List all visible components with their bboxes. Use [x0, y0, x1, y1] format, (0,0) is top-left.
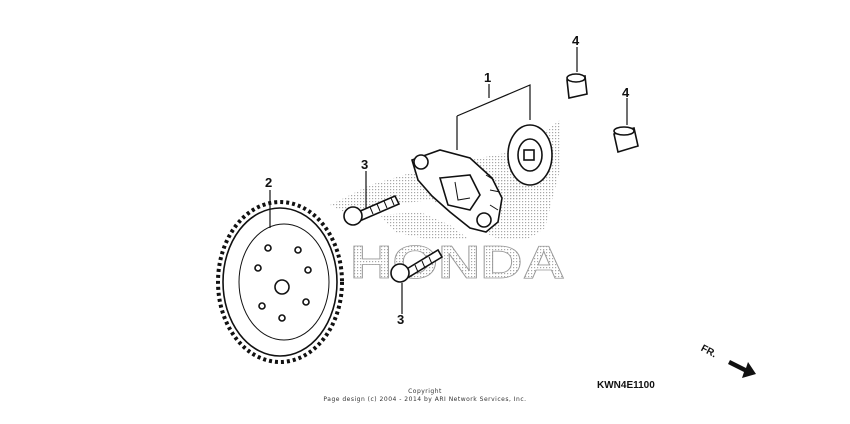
- leader-lines: [269, 47, 628, 314]
- front-direction-arrow-icon: [728, 360, 756, 378]
- dowel-pin-upper-part[interactable]: [566, 73, 588, 99]
- driven-gear-part[interactable]: [216, 200, 344, 364]
- bolt-lower-part[interactable]: [390, 248, 444, 283]
- copyright-line-2: Page design (c) 2004 - 2014 by ARI Netwo…: [323, 396, 527, 403]
- honda-watermark-text: HONDA: [350, 236, 565, 288]
- callout-2[interactable]: 2: [265, 175, 272, 190]
- dowel-pin-lower-part[interactable]: [613, 126, 639, 154]
- callout-1[interactable]: 1: [484, 70, 491, 85]
- gear-hub-hole: [274, 279, 290, 295]
- oil-pump-assembly-part[interactable]: [411, 124, 553, 233]
- callout-4-lower[interactable]: 4: [622, 85, 630, 100]
- diagram-code: KWN4E1100: [597, 380, 655, 391]
- copyright-line-1: Copyright: [408, 388, 442, 395]
- bolt-upper-part[interactable]: [343, 194, 401, 226]
- callout-3-lower[interactable]: 3: [397, 312, 404, 327]
- callout-4-upper[interactable]: 4: [572, 33, 580, 48]
- callout-3-upper[interactable]: 3: [361, 157, 368, 172]
